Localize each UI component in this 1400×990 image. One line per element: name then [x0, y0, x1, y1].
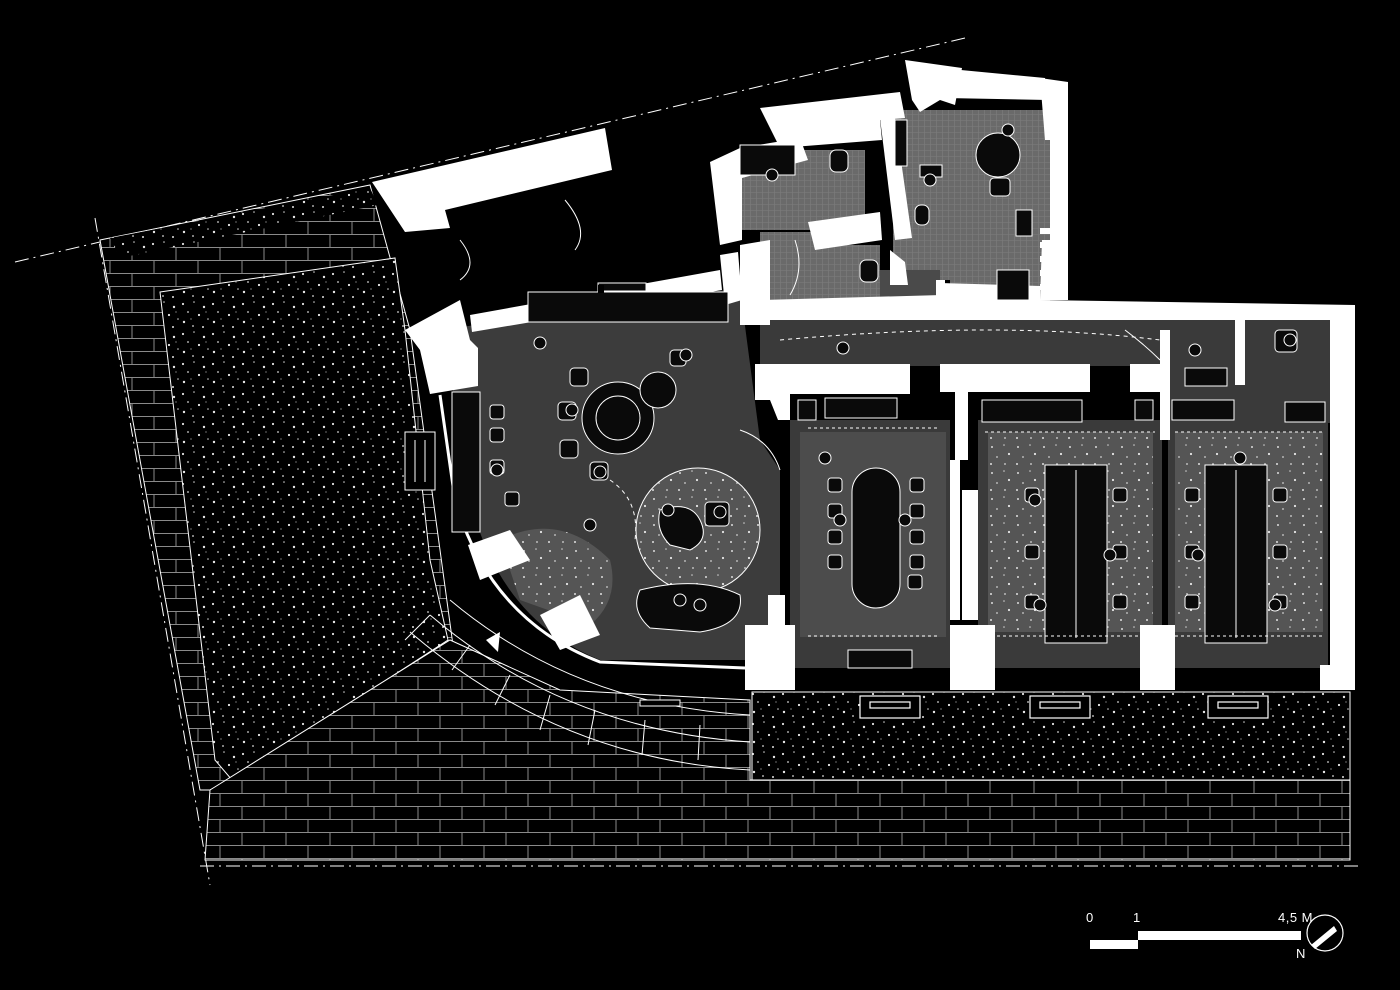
- scale-tick-end: 4,5 M: [1278, 910, 1314, 925]
- window-mullions: [598, 228, 1050, 386]
- scale-tick-1: 1: [1133, 910, 1141, 925]
- north-arrow-icon: [1306, 914, 1344, 952]
- north-label: N: [1296, 946, 1306, 961]
- furniture: [451, 119, 1326, 669]
- corner-rug: [500, 528, 613, 625]
- gravel-strip-north: [110, 188, 378, 258]
- scale-tick-0: 0: [1086, 910, 1094, 925]
- bench-west: [404, 431, 436, 491]
- gravel-bed-west: [159, 257, 449, 781]
- door-swings: [459, 199, 1325, 637]
- curved-stair: [404, 599, 751, 771]
- scale-bar-graphic: [1090, 931, 1301, 949]
- paved-terrace-south: [204, 639, 1351, 861]
- planter-boxes: [859, 695, 1269, 719]
